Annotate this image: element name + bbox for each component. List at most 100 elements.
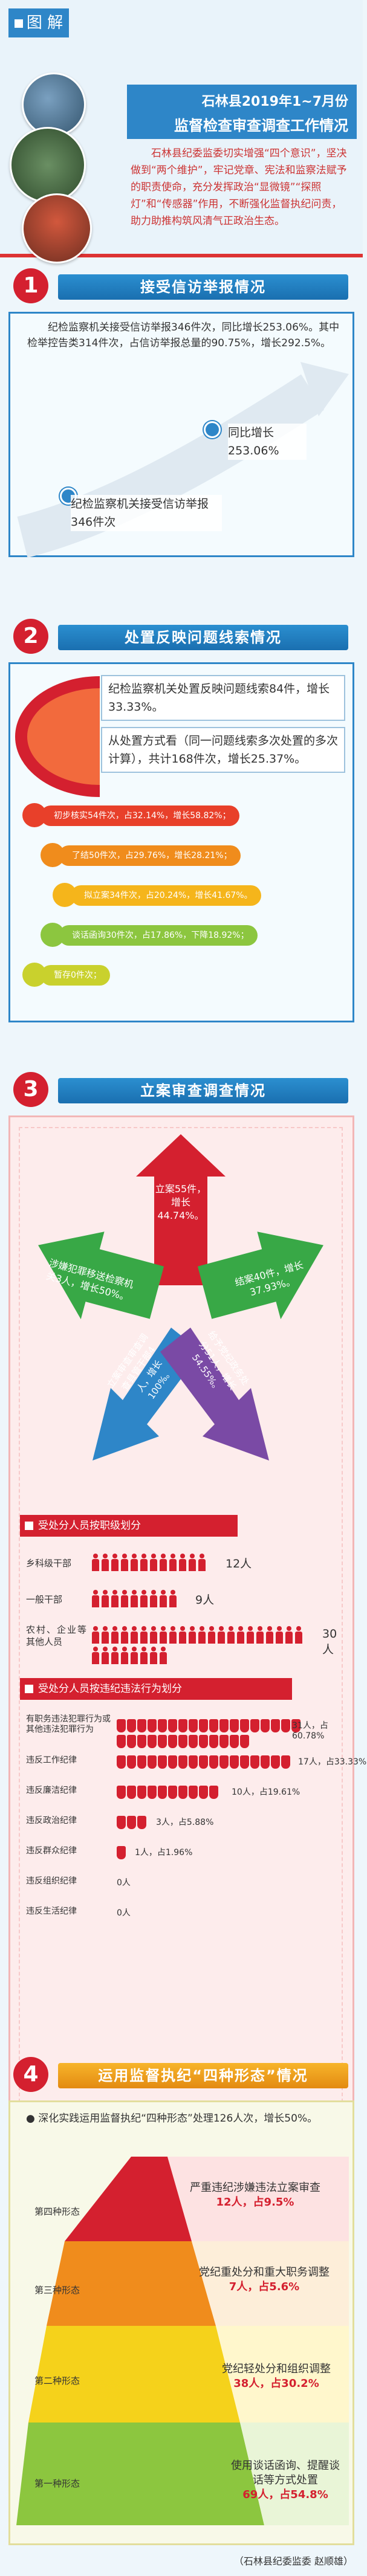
hand-icon [137, 1816, 146, 1829]
rank-3-label: 农村、企业等其他人员 [26, 1624, 86, 1647]
person-icon [111, 1647, 119, 1665]
section-1-number: 1 [13, 268, 48, 303]
person-icon [130, 1647, 138, 1665]
person-icon [120, 1647, 129, 1665]
hand-icon [261, 1719, 270, 1732]
title-line-1: 石林县2019年1~7月份 [201, 94, 348, 109]
person-icon [159, 1626, 167, 1644]
hand-icon [168, 1786, 177, 1799]
photo-2 [10, 127, 86, 203]
section-2-head: 2 处置反映问题线索情况 [0, 616, 363, 659]
person-icon [207, 1626, 216, 1644]
title-line-2: 监督检查审查调查工作情况 [174, 117, 348, 134]
person-icon [236, 1626, 245, 1644]
section-1: 1 接受信访举报情况 纪检监察机关接受信访举报346件次，同比增长253.06%… [0, 266, 363, 568]
person-icon [140, 1554, 148, 1572]
hand-icon [178, 1719, 187, 1732]
hand-icon [158, 1719, 167, 1732]
person-icon [178, 1554, 187, 1572]
person-icon [140, 1626, 148, 1644]
hand-icon [209, 1755, 218, 1769]
person-icon [101, 1590, 109, 1608]
rank-row-2: 一般干部 9人 [26, 1587, 340, 1612]
person-icon [111, 1554, 119, 1572]
hand-icon [178, 1786, 187, 1799]
person-icon [159, 1647, 167, 1665]
person-icon [227, 1626, 235, 1644]
header-intro: 石林县纪委监委切实增强“四个意识”，坚决做到“两个维护”，牢记党章、宪法和监察法… [131, 147, 347, 227]
hand-icon [168, 1735, 177, 1748]
summary-box-2: 从处置方式看（同一问题线索多次处置的多次计算），共计168件次，增长25.37%… [101, 727, 345, 773]
person-icon [140, 1647, 148, 1665]
hand-icon [127, 1735, 136, 1748]
person-icon [149, 1626, 158, 1644]
person-icon [120, 1554, 129, 1572]
point-a-label: 纪检监察机关接受信访举报346件次 [71, 495, 222, 531]
hand-icon [199, 1735, 208, 1748]
person-icon [111, 1626, 119, 1644]
person-icon [198, 1626, 206, 1644]
rank-2-icons [91, 1590, 178, 1609]
person-icon [140, 1590, 148, 1608]
hand-icon [178, 1755, 187, 1769]
rank-2-value: 9人 [195, 1593, 215, 1607]
person-icon [169, 1554, 177, 1572]
hand-icon [117, 1735, 126, 1748]
category-4-label: 违反政治纪律 [26, 1816, 77, 1825]
rank-3-icons [91, 1626, 304, 1664]
category-3-label: 违反廉洁纪律 [26, 1786, 77, 1795]
hand-icon [291, 1719, 300, 1732]
level-1-num: 69人，占54.8% [242, 2488, 328, 2501]
section-4-intro: ● 深化实践运用监督执纪“四种形态”处理126人次，增长50%。 [26, 2111, 340, 2126]
category-row-5: 违反群众纪律 1人，占1.96% [26, 1841, 340, 1864]
pyramid [16, 2157, 349, 2525]
hand-icon [117, 1719, 126, 1732]
category-7-label: 违反生活纪律 [26, 1906, 77, 1916]
section-1-head: 1 接受信访举报情况 [0, 266, 363, 308]
hand-icon [219, 1719, 229, 1732]
pill-3-text: 拟立案34件次，占20.24%，增长41.67%。 [71, 885, 261, 906]
category-2-label: 违反工作纪律 [26, 1755, 77, 1765]
person-icon [188, 1626, 196, 1644]
person-icon [217, 1626, 226, 1644]
hand-icon [117, 1786, 126, 1799]
category-2-icons [117, 1755, 291, 1771]
level-1-desc: 使用谈话函询、提醒谈话等方式处置 [231, 2459, 340, 2487]
hand-icon [271, 1719, 280, 1732]
rank-subtitle: 受处分人员按职级划分 [20, 1515, 238, 1537]
hand-icon [158, 1735, 167, 1748]
person-icon [149, 1590, 158, 1608]
category-1-label: 有职务违法犯罪行为或其他违法犯罪行为 [26, 1714, 111, 1734]
level-3-label: 第三种形态 [34, 2285, 80, 2296]
section-4-number: 4 [13, 2057, 48, 2092]
hand-icon [148, 1755, 157, 1769]
category-5-label: 违反群众纪律 [26, 1846, 77, 1856]
person-icon [91, 1590, 100, 1608]
hand-icon [281, 1719, 290, 1732]
category-1-icons [117, 1719, 302, 1748]
hand-icon [250, 1755, 259, 1769]
hand-icon [219, 1755, 229, 1769]
bullet-icon: ● [26, 2113, 35, 2125]
pill-2-text: 了结50件次，占29.76%，增长28.21%； [59, 845, 241, 866]
level-2-label: 第二种形态 [34, 2375, 80, 2386]
pill-row-1: 初步核实54件次，占32.14%，增长58.82%； [22, 803, 337, 828]
header-photos [10, 73, 100, 263]
person-icon [101, 1554, 109, 1572]
person-icon [256, 1626, 264, 1644]
section-4-panel: ● 深化实践运用监督执纪“四种形态”处理126人次，增长50%。 第四种形态 第… [8, 2100, 354, 2545]
hand-icon [178, 1735, 187, 1748]
category-row-1: 有职务违法犯罪行为或其他违法犯罪行为 31人，占60.78% [26, 1714, 340, 1748]
hand-icon [148, 1719, 157, 1732]
person-icon [265, 1626, 274, 1644]
person-icon [120, 1590, 129, 1608]
category-3-value: 10人，占19.61% [232, 1787, 300, 1797]
level-2-text: 党纪轻处分和组织调整 38人，占30.2% [210, 2362, 343, 2391]
header-tag-label: 图 解 [26, 14, 63, 32]
summary-box-1: 纪检监察机关处置反映问题线索84件，增长33.33%。 [101, 675, 345, 721]
hand-icon [158, 1786, 167, 1799]
section-3-panel: 立案55件，增长44.74%。 涉嫌犯罪移送检察机关3人，增长50%。 结案40… [8, 1115, 366, 2116]
hand-icon [240, 1755, 249, 1769]
person-icon [130, 1626, 138, 1644]
section-3-inner: 立案55件，增长44.74%。 涉嫌犯罪移送检察机关3人，增长50%。 结案40… [19, 1127, 366, 2108]
